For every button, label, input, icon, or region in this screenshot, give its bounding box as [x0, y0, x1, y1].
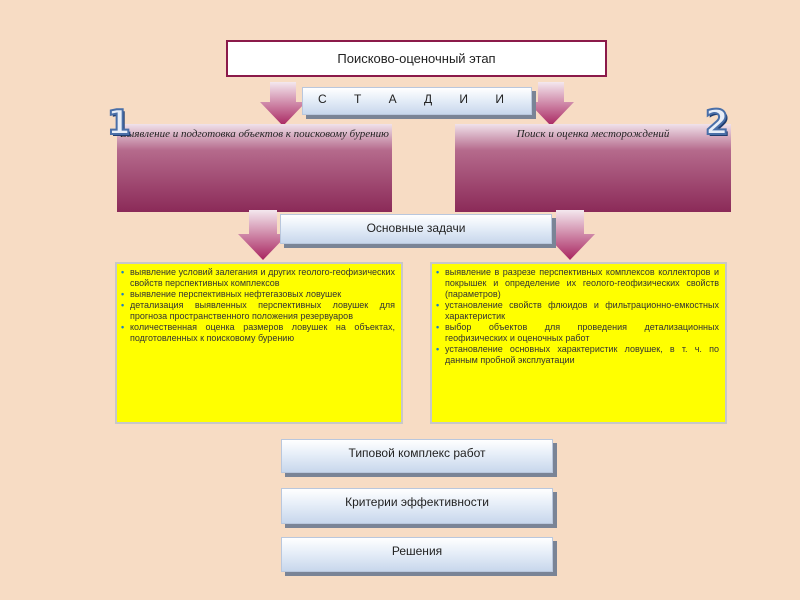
stage-2-box: Поиск и оценка месторождений	[455, 124, 731, 212]
main-tasks-label-text: Основные задачи	[366, 221, 466, 235]
stages-label: С Т А Д И И	[302, 87, 532, 115]
stage-2-tasks: выявление в разрезе перспективных компле…	[430, 262, 727, 424]
arrow-down-icon	[545, 210, 595, 260]
list-item: выбор объектов для проведения детализаци…	[436, 322, 719, 344]
works-complex-text: Типовой комплекс работ	[348, 446, 486, 460]
stages-label-text: С Т А Д И И	[317, 92, 517, 106]
list-item: установление свойств флюидов и фильтраци…	[436, 300, 719, 322]
stage-2-title: Поиск и оценка месторождений	[516, 128, 670, 140]
list-item: установление основных характеристик лову…	[436, 344, 719, 366]
efficiency-criteria-box: Критерии эффективности	[281, 488, 553, 524]
list-item: детализация выявленных перспективных лов…	[121, 300, 395, 322]
stage-2-number: 2	[704, 102, 730, 144]
stage-1-title: Выявление и подготовка объектов к поиско…	[120, 128, 389, 140]
page-title: Поисково-оценочный этап	[226, 40, 607, 77]
decisions-text: Решения	[391, 544, 443, 558]
list-item: выявление условий залегания и других гео…	[121, 267, 395, 289]
list-item: выявление в разрезе перспективных компле…	[436, 267, 719, 300]
stage-1-number: 1	[106, 102, 132, 144]
arrow-down-icon	[528, 82, 574, 126]
page-title-text: Поисково-оценочный этап	[337, 51, 496, 66]
main-tasks-label: Основные задачи	[280, 214, 552, 244]
list-item: выявление перспективных нефтегазовых лов…	[121, 289, 395, 300]
arrow-down-icon	[260, 82, 306, 126]
stage-1-tasks: выявление условий залегания и других гео…	[115, 262, 403, 424]
arrow-down-icon	[238, 210, 288, 260]
list-item: количественная оценка размеров ловушек н…	[121, 322, 395, 344]
works-complex-box: Типовой комплекс работ	[281, 439, 553, 473]
stage-1-box: Выявление и подготовка объектов к поиско…	[117, 124, 392, 212]
efficiency-criteria-text: Критерии эффективности	[345, 495, 489, 509]
decisions-box: Решения	[281, 537, 553, 572]
